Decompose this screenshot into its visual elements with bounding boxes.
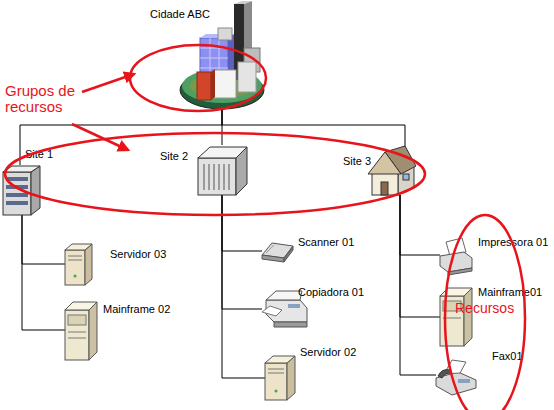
scanner-icon (284, 246, 293, 262)
city-illustration (200, 58, 228, 59)
node-label: Fax01 (492, 350, 523, 363)
tree-connector (222, 108, 405, 150)
city-illustration (211, 69, 215, 100)
site-server-icon (219, 164, 220, 190)
node-label: Site 2 (160, 150, 188, 163)
tree-connector (222, 195, 262, 309)
server-icon (268, 373, 284, 374)
site-house-icon (381, 182, 388, 195)
node-label: Servidor 03 (110, 248, 166, 261)
tree-connector (400, 195, 440, 317)
printer-icon (448, 268, 472, 275)
server-icon (68, 256, 82, 257)
server-icon (265, 363, 287, 400)
mainframe-icon (464, 288, 472, 346)
copier-icon (266, 291, 302, 300)
resource-node: Copiadora 01 (262, 290, 307, 328)
group-label: Grupos de recursos (5, 83, 93, 115)
group-highlight (5, 45, 525, 410)
mainframe-icon (65, 302, 97, 360)
copier-icon (274, 322, 307, 327)
city-node: Cidade ABC (180, 3, 265, 108)
site-building-icon (31, 166, 40, 215)
copier-icon (262, 306, 282, 316)
city-illustration (214, 70, 236, 98)
server-icon (68, 260, 82, 261)
node-label: Servidor 02 (300, 346, 356, 359)
city-illustration (234, 1, 252, 4)
site-server-icon (224, 164, 225, 190)
mainframe-icon (65, 310, 89, 360)
node-label: Mainframe01 (478, 286, 542, 299)
server-icon (265, 356, 295, 400)
server-icon (74, 275, 77, 278)
resource-node: Scanner 01 (262, 240, 292, 262)
server-icon (265, 356, 295, 363)
resource-node: Servidor 03 (65, 243, 92, 285)
city-illustration (200, 68, 228, 69)
site-building-icon (6, 177, 28, 181)
city-illustration (197, 72, 211, 100)
site-server-icon (229, 164, 230, 190)
server-icon (275, 390, 278, 393)
copier-icon (288, 304, 300, 308)
site-node: Site 2 (195, 145, 247, 195)
node-label: Mainframe 02 (103, 303, 170, 316)
node-label: Copiadora 01 (298, 286, 364, 299)
tree-connector (222, 195, 262, 251)
node-label: Scanner 01 (298, 236, 354, 249)
scanner-icon (262, 255, 284, 262)
server-icon (65, 244, 92, 285)
site-server-icon (214, 164, 215, 190)
tree-connector (400, 195, 440, 255)
callout-arrow (82, 74, 134, 92)
city-illustration (238, 62, 256, 92)
resource-node: Servidor 02 (265, 356, 295, 400)
scanner-icon (266, 245, 274, 253)
node-label: Site 3 (343, 155, 371, 168)
site-building-icon (6, 201, 28, 205)
server-icon (268, 369, 284, 370)
tree-connector (22, 215, 65, 264)
scanner-icon (262, 243, 293, 262)
tree-connector (22, 215, 65, 330)
group-highlight (130, 45, 266, 111)
group-highlight (5, 133, 425, 215)
site-server-icon (236, 147, 247, 195)
fax-icon (458, 379, 470, 383)
group-label: Recursos (455, 300, 535, 316)
callout-arrow (72, 74, 134, 150)
server-icon (65, 250, 85, 285)
site-house-icon (368, 152, 401, 174)
site-house-icon (403, 174, 409, 180)
server-icon (85, 244, 92, 285)
site-server-icon (198, 147, 247, 195)
server-icon (65, 244, 92, 250)
printer-icon (440, 238, 472, 275)
tree-connector (400, 195, 436, 375)
mainframe-icon (89, 302, 97, 360)
city-illustration (218, 28, 232, 40)
site-server-icon (198, 158, 236, 195)
site-house-icon (372, 172, 398, 195)
node-label: Cidade ABC (150, 8, 210, 21)
mainframe-icon (68, 332, 86, 333)
site-server-icon (209, 164, 210, 190)
site-server-icon (204, 164, 205, 190)
site-house-icon (368, 146, 416, 195)
resource-node: Mainframe 02 (65, 300, 97, 360)
tree-connector (222, 195, 265, 378)
mainframe-icon (68, 338, 86, 339)
mainframe-icon (65, 302, 97, 310)
mainframe-icon (68, 315, 86, 325)
site-building-icon (6, 193, 28, 197)
callout-arrow (72, 124, 128, 150)
